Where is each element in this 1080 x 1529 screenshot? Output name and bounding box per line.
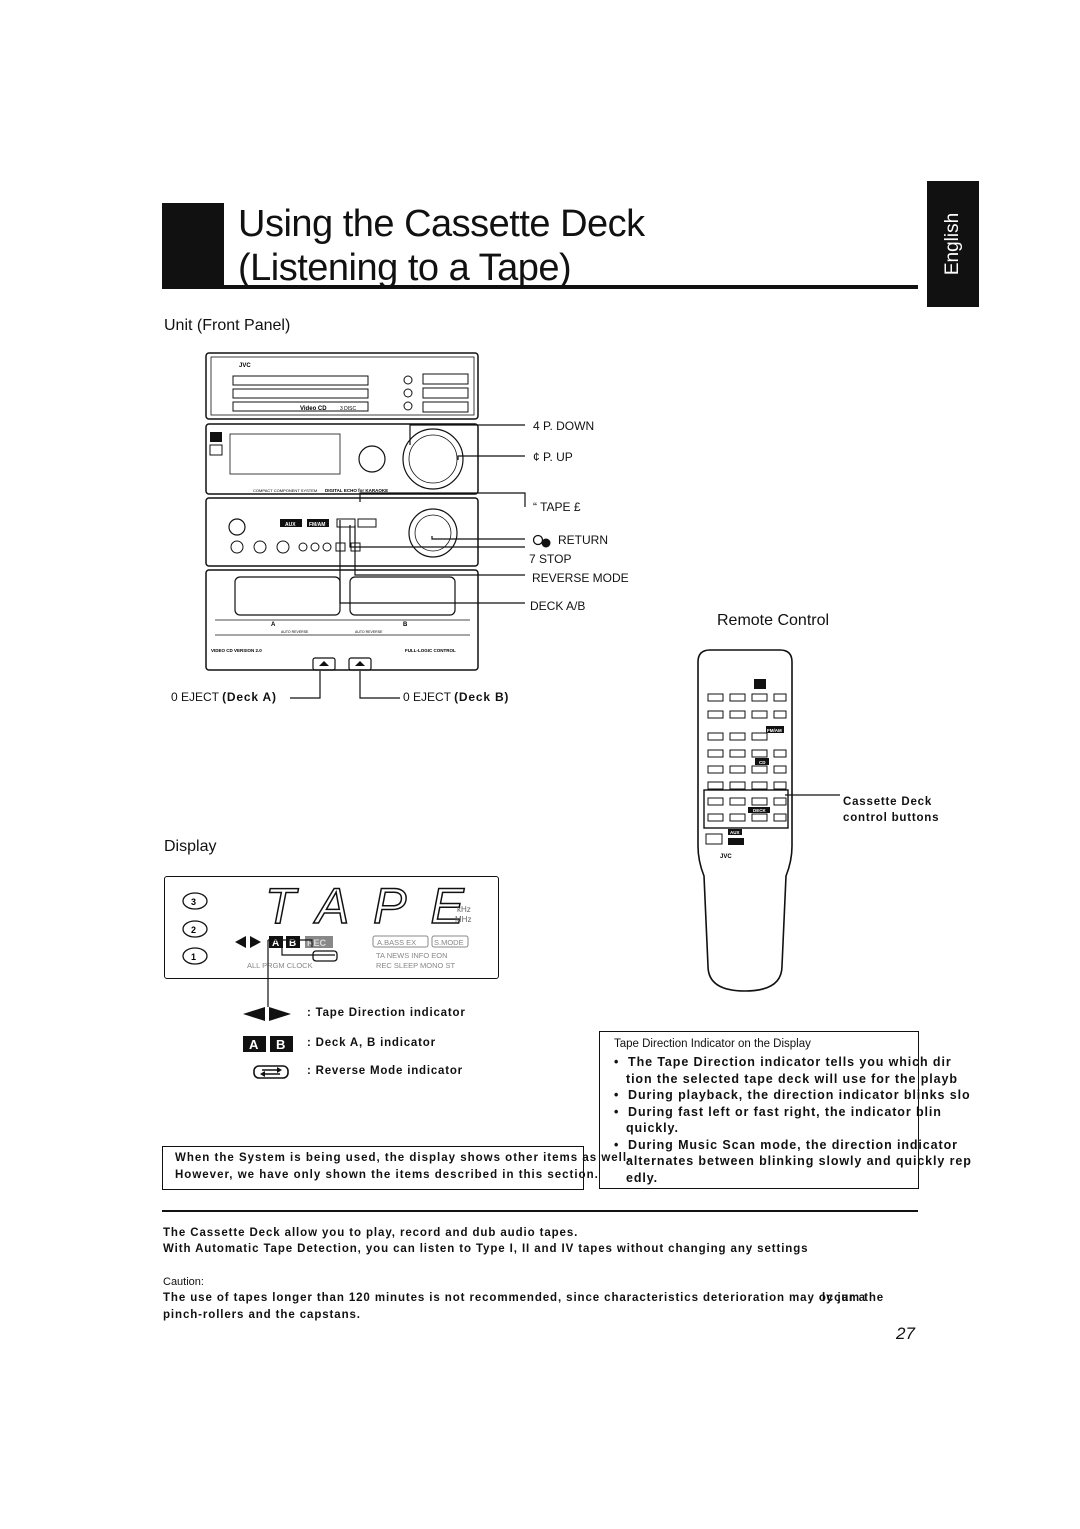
auto-reverse-b-label: AUTO REVERSE [355,630,383,634]
remote-aux-label: AUX [730,830,740,835]
body-line-2: With Automatic Tape Detection, you can l… [163,1243,809,1255]
display-tape-text: TAPE [265,878,488,934]
info-bullet-2: • During playback, the direction indicat… [614,1088,971,1102]
display-mhz: MHz [455,915,471,924]
callout-tape: “ TAPE £ [533,500,581,514]
deck-b-panel-label: B [403,622,408,628]
note-line-2: However, we have only shown the items de… [175,1169,599,1181]
return-icon [532,534,551,548]
remote-callout-line2: control buttons [843,812,940,824]
remote-deck-label: DECK [753,808,767,813]
callout-eject-deck-b: 0 EJECT (Deck B) [403,690,510,704]
digital-echo-label: DIGITAL ECHO for KARAOKE [325,488,388,493]
callout-p-up: ¢ P. UP [533,450,573,464]
page-title: Using the Cassette Deck (Listening to a … [238,202,645,290]
deck-ab-icon: A B [243,1036,293,1052]
disc-number-1: 1 [191,952,196,962]
deck-a-icon-text: A [249,1037,259,1052]
info-bullet-4: • During Music Scan mode, the direction … [614,1137,958,1152]
callout-stop: 7 STOP [529,552,572,566]
disc-changer-label: 3 DISC [340,406,357,412]
brand-label: JVC [239,363,251,369]
title-line-1: Using the Cassette Deck [238,203,645,245]
unit-callout-lines [290,424,526,699]
page-number: 27 [896,1324,915,1343]
info-box-heading: Tape Direction Indicator on the Display [614,1038,811,1050]
remote-cd-label: CD [759,760,766,765]
video-cd-version-label: VIDEO CD VERSION 2.0 [211,648,262,653]
tape-direction-info-box [599,1031,919,1189]
section-divider [162,1210,918,1212]
title-line-2: (Listening to a Tape) [238,247,572,289]
display-khz: kHz [457,905,471,914]
remote-callout-line [785,794,840,796]
callout-p-down: 4 P. DOWN [533,419,595,433]
remote-control-illustration: FM/AM CD DECK AUX JVC [697,649,793,992]
display-illustration: 3 2 1 TAPE kHz MHz A B REC A.BASS EX S.M… [182,877,488,970]
language-tab-label: English [942,212,963,276]
callout-deck-ab: DECK A/B [530,599,586,613]
caution-line-2: pinch-rollers and the capstans. [163,1309,361,1321]
info-bullet-3: • During fast left or fast right, the in… [614,1104,942,1119]
aux-panel-label: AUX [285,522,296,528]
disc-number-2: 2 [191,925,196,935]
callout-reverse-mode: REVERSE MODE [532,571,629,585]
info-bullet-4-cont: alternates between blinking slowly and q… [626,1154,972,1168]
title-rule [162,285,918,289]
full-logic-label: FULL-LOGIC CONTROL [405,648,456,653]
tape-direction-icon [243,1007,291,1021]
caution-label: Caution: [163,1276,204,1288]
language-tab: English [927,181,979,307]
display-callout-lines [267,939,335,1007]
title-block [162,203,224,287]
display-ta-row: TA NEWS INFO EON [376,951,448,960]
info-bullet-1-cont: tion the selected tape deck will use for… [626,1071,958,1086]
legend-reverse-mode: : Reverse Mode indicator [307,1065,463,1077]
display-rec-sleep: REC SLEEP MONO ST [376,961,455,970]
caution-line-1-overlap: ly jam the [822,1292,885,1304]
display-rec: REC [307,938,327,948]
deck-b-icon-text: B [276,1037,285,1052]
remote-fmam-label: FM/AM [767,728,782,733]
display-a-indicator: A [272,938,279,949]
legend-deck-ab: : Deck A, B indicator [307,1037,436,1049]
display-smode: S.MODE [434,938,464,947]
display-heading: Display [164,838,217,855]
callout-return: RETURN [558,533,608,547]
display-panel [164,876,499,979]
unit-front-panel-heading: Unit (Front Panel) [164,317,291,334]
reverse-mode-icon [253,1065,289,1079]
remote-control-heading: Remote Control [717,612,830,629]
auto-reverse-a-label: AUTO REVERSE [281,630,309,634]
deck-a-panel-label: A [271,622,276,628]
body-line-1: The Cassette Deck allow you to play, rec… [163,1227,579,1239]
display-note-box [162,1146,584,1190]
fmam-panel-label: FM/AM [309,522,325,528]
info-bullet-1: • The Tape Direction indicator tells you… [614,1055,952,1069]
legend-tape-direction: : Tape Direction indicator [307,1007,466,1019]
caution-line-1: The use of tapes longer than 120 minutes… [163,1292,867,1304]
note-line-1: When the System is being used, the displ… [175,1152,632,1164]
remote-brand-label: JVC [720,854,732,860]
info-box-bullets: • The Tape Direction indicator tells you… [614,1054,980,1186]
video-cd-label: Video CD [300,406,327,412]
info-bullet-3-cont: quickly. [626,1121,679,1135]
display-b-indicator: B [289,938,296,949]
callout-eject-deck-a: 0 EJECT (Deck A) [171,690,277,704]
display-abass: A.BASS EX [377,938,416,947]
display-all-prgm: ALL PRGM CLOCK [247,961,313,970]
remote-callout-line1: Cassette Deck [843,796,933,808]
compact-system-label: COMPACT COMPONENT SYSTEM [253,488,317,493]
info-bullet-4-cont2: edly. [626,1170,659,1185]
disc-number-3: 3 [191,897,196,907]
